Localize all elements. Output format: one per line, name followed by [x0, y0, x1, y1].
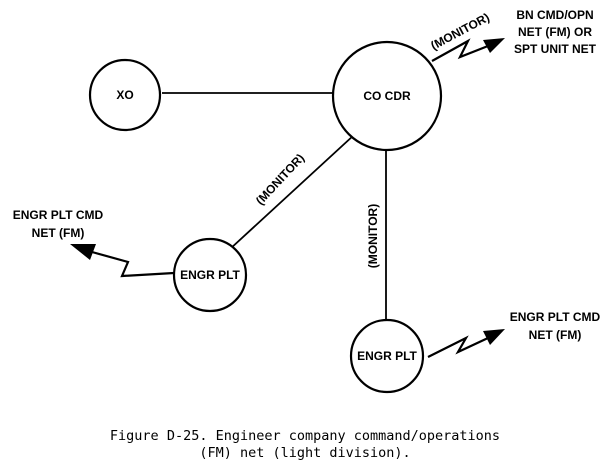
left-plt-net-line-1: ENGR PLT CMD	[13, 208, 104, 222]
bottom-plt-net-line-2: NET (FM)	[529, 328, 582, 342]
radio-link-bn-net	[431, 38, 505, 62]
bottom-plt-net-label: ENGR PLT CMD NET (FM)	[510, 310, 601, 342]
bottom-plt-net-line-1: ENGR PLT CMD	[510, 310, 601, 324]
node-engr-plt-bottom: ENGR PLT	[349, 318, 425, 394]
left-plt-net-line-2: NET (FM)	[32, 226, 85, 240]
node-engr-plt-left-label: ENGR PLT	[180, 268, 240, 282]
node-xo-label: XO	[116, 88, 133, 102]
figure-caption: Figure D-25. Engineer company command/op…	[0, 428, 610, 462]
node-co-cdr-label: CO CDR	[363, 89, 411, 103]
node-co-cdr: CO CDR	[331, 40, 443, 152]
node-engr-plt-bottom-label: ENGR PLT	[357, 349, 417, 363]
bn-net-line-1: BN CMD/OPN	[516, 8, 593, 22]
caption-line-2: (FM) net (light division).	[199, 445, 411, 461]
caption-line-1: Figure D-25. Engineer company command/op…	[109, 428, 501, 444]
monitor-label-left-plt: (MONITOR)	[253, 151, 307, 208]
bn-net-label: BN CMD/OPN NET (FM) OR SPT UNIT NET	[514, 8, 597, 56]
left-plt-net-label: ENGR PLT CMD NET (FM)	[13, 208, 104, 240]
node-engr-plt-left: ENGR PLT	[172, 237, 248, 313]
monitor-label-bottom-plt: (MONITOR)	[366, 204, 380, 268]
edge-co-cdr-left-engr-plt	[229, 134, 355, 250]
bn-net-line-3: SPT UNIT NET	[514, 42, 597, 56]
node-xo: XO	[88, 58, 162, 132]
bn-net-line-2: NET (FM) OR	[518, 25, 592, 39]
radio-link-left-plt-net	[70, 244, 175, 278]
radio-link-bottom-plt-net	[427, 329, 505, 358]
